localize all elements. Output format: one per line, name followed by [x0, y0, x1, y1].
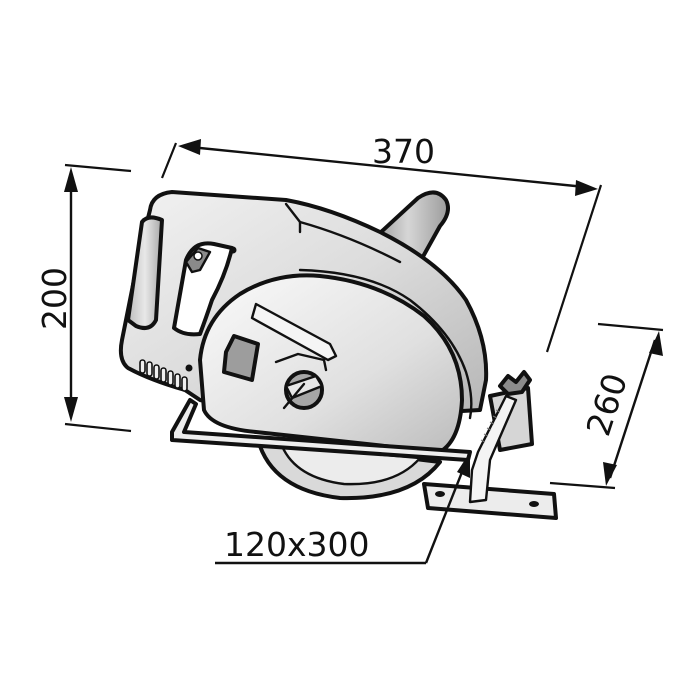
- extension-line-bottom: [64, 422, 132, 433]
- leader-line: [424, 461, 468, 564]
- fence-scale: [468, 394, 518, 504]
- base-plate: [170, 398, 472, 462]
- dimension-height: 200: [35, 163, 132, 433]
- dimension-length: 370: [160, 132, 603, 353]
- screw-icon: [185, 364, 193, 372]
- vent-slots: [139, 359, 188, 392]
- arrowhead-up-icon: [64, 167, 78, 192]
- blade-guard: [198, 202, 473, 454]
- wing-nut-icon: [498, 370, 532, 396]
- arrowhead-left-icon: [178, 139, 201, 155]
- extension-line-left: [160, 142, 178, 179]
- extension-line-bottom: [549, 481, 616, 490]
- dimension-line: [608, 339, 657, 479]
- dimension-label-blade: 120x300: [224, 525, 370, 564]
- dimension-depth: 260: [549, 322, 664, 490]
- saw-illustration: [118, 190, 558, 520]
- rip-fence: [422, 370, 558, 520]
- screw-icon: [229, 246, 237, 254]
- depth-adjust-knob: [274, 352, 328, 410]
- arrowhead-icon: [457, 452, 470, 478]
- arrowhead-down-icon: [603, 462, 617, 486]
- guard-window: [222, 334, 260, 382]
- guard-slot: [250, 302, 338, 362]
- extension-line-top: [597, 322, 664, 332]
- dimension-label-height: 200: [35, 267, 74, 330]
- fence-bar: [422, 482, 558, 520]
- extension-line-top: [64, 163, 132, 173]
- arrowhead-up-icon: [649, 331, 663, 356]
- dimension-label-length: 370: [372, 132, 435, 171]
- rear-handle-grip: [126, 215, 164, 330]
- arrowhead-right-icon: [575, 180, 598, 196]
- dimension-line: [189, 145, 586, 189]
- extension-line-right: [545, 184, 603, 353]
- arrowhead-down-icon: [64, 397, 78, 422]
- dimension-blade: 120x300: [215, 452, 470, 565]
